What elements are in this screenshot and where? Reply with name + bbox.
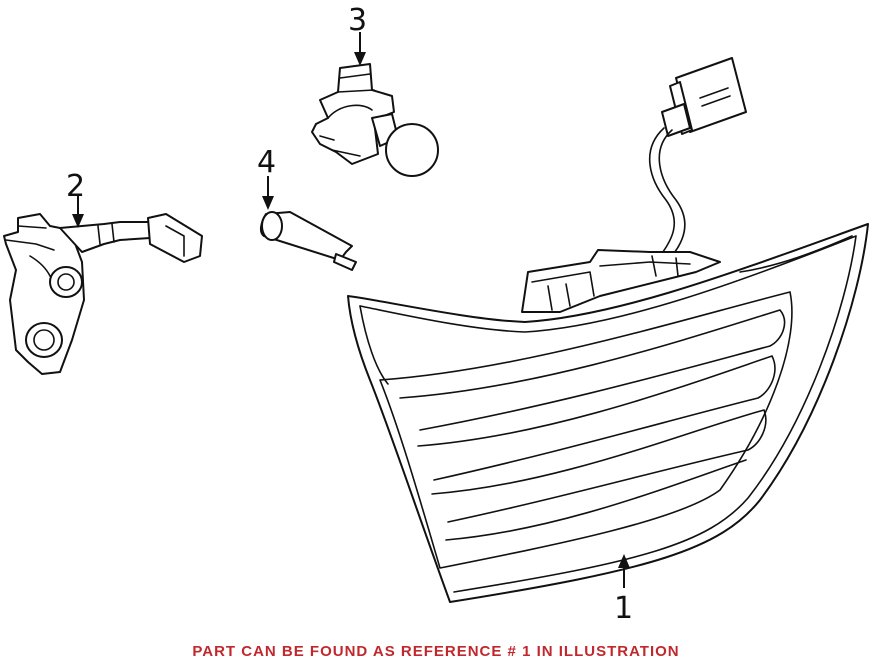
bulb-socket xyxy=(311,63,439,177)
lamp-wire-connector xyxy=(648,57,747,259)
callout-number-2: 2 xyxy=(66,169,85,204)
socket-harness-bracket xyxy=(3,213,203,375)
callout-number-3: 3 xyxy=(348,3,367,38)
callout-number-1: 1 xyxy=(614,591,633,626)
wedge-bulb xyxy=(259,211,357,271)
lamp-rear-mount xyxy=(521,249,721,313)
reference-caption: PART CAN BE FOUND AS REFERENCE # 1 IN IL… xyxy=(192,643,680,660)
callout-number-4: 4 xyxy=(257,145,276,180)
tail-lamp-assembly xyxy=(347,57,869,603)
callout-arrows xyxy=(72,32,630,588)
